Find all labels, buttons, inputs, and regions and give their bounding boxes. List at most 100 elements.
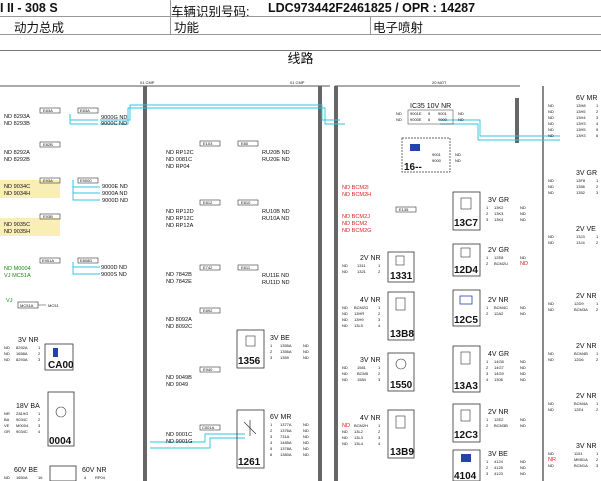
category-col-1: 动力总成 bbox=[14, 21, 65, 35]
svg-text:9001: 9001 bbox=[438, 111, 448, 116]
c12d4-component bbox=[452, 243, 481, 277]
conn-label: E892 bbox=[203, 308, 213, 313]
svg-text:ND: ND bbox=[342, 323, 348, 328]
conn-label: E742 bbox=[203, 265, 213, 270]
svg-text:1: 1 bbox=[486, 459, 489, 464]
svg-text:1: 1 bbox=[38, 411, 41, 416]
svg-text:ND: ND bbox=[342, 429, 348, 434]
conn-label: E93B bbox=[43, 214, 53, 219]
svg-text:2: 2 bbox=[270, 349, 273, 354]
wire-label: 9000D ND bbox=[102, 198, 128, 204]
c1331-component bbox=[387, 251, 415, 283]
pin-count: 4V NR bbox=[360, 415, 381, 422]
wire-label: ND 7842E bbox=[166, 279, 192, 285]
pin-count: 60V NR bbox=[82, 467, 107, 474]
svg-text:2: 2 bbox=[486, 261, 489, 266]
wiring-diagram: 01 CMP 01 CMP 20 MOT E83A E83A ND 8293A … bbox=[0, 80, 599, 481]
bus-label-1: 01 CMP bbox=[140, 80, 155, 85]
svg-text:ND: ND bbox=[548, 178, 554, 183]
svg-text:ND: ND bbox=[303, 428, 309, 433]
svg-text:3: 3 bbox=[596, 190, 599, 195]
svg-text:ND: ND bbox=[520, 377, 526, 382]
svg-text:ND: ND bbox=[303, 434, 309, 439]
parking-icon bbox=[395, 358, 407, 370]
svg-text:12E8: 12E8 bbox=[494, 255, 504, 260]
svg-text:2: 2 bbox=[270, 428, 273, 433]
svg-text:ND: ND bbox=[548, 351, 554, 356]
svg-text:13H8: 13H8 bbox=[576, 103, 586, 108]
svg-text:ND: ND bbox=[303, 355, 309, 360]
svg-text:9034C: 9034C bbox=[16, 417, 28, 422]
svg-text:2: 2 bbox=[596, 457, 599, 462]
svg-text:ND: ND bbox=[342, 269, 348, 274]
svg-text:ND: ND bbox=[455, 158, 461, 163]
svg-text:3: 3 bbox=[486, 217, 489, 222]
vin-label: 车辆识别号码: bbox=[171, 5, 250, 19]
svg-text:1: 1 bbox=[486, 205, 489, 210]
svg-text:ND: ND bbox=[520, 459, 526, 464]
wire-label: VJ bbox=[6, 298, 13, 304]
svg-text:ND: ND bbox=[548, 121, 554, 126]
c1261-id: 1261 bbox=[238, 457, 261, 468]
svg-text:ND: ND bbox=[548, 357, 554, 362]
svg-text:6: 6 bbox=[596, 133, 599, 138]
svg-text:2: 2 bbox=[38, 417, 41, 422]
ground-bus-4 bbox=[515, 98, 519, 143]
svg-text:ND: ND bbox=[520, 305, 526, 310]
pin-count: 2V NR bbox=[488, 297, 509, 304]
svg-text:BCM1A: BCM1A bbox=[574, 463, 588, 468]
svg-text:2: 2 bbox=[38, 351, 41, 356]
wire-label: RU11D ND bbox=[262, 280, 290, 286]
wire-label: ND BCM2J bbox=[342, 214, 370, 220]
wire-label: ND BCM2I bbox=[342, 185, 369, 191]
svg-text:12A2: 12A2 bbox=[494, 311, 504, 316]
pin-count: 2V NR bbox=[576, 343, 597, 350]
category-col-2: 功能 bbox=[174, 21, 200, 35]
wire-label: ND 9034C bbox=[4, 184, 30, 190]
svg-text:4: 4 bbox=[378, 441, 381, 446]
svg-text:BCM5: BCM5 bbox=[357, 371, 369, 376]
wire-label: ND 8293B bbox=[4, 121, 30, 127]
svg-text:ND: ND bbox=[548, 451, 554, 456]
svg-text:ND: ND bbox=[396, 111, 402, 116]
left-panel: E83A E83A ND 8293A ND 8293B 9000G ND 900… bbox=[0, 107, 128, 481]
svg-text:12E2: 12E2 bbox=[494, 417, 504, 422]
svg-text:4: 4 bbox=[270, 440, 273, 445]
c16-id: 16-- bbox=[404, 162, 422, 173]
wire-label: ND M0004 bbox=[4, 266, 31, 272]
c13a3-id: 13A3 bbox=[454, 381, 478, 392]
c1331-id: 1331 bbox=[390, 271, 413, 282]
svg-text:2: 2 bbox=[596, 357, 599, 362]
svg-text:ND: ND bbox=[342, 263, 348, 268]
conn-label: E811 bbox=[241, 265, 251, 270]
svg-text:14G9: 14G9 bbox=[494, 371, 505, 376]
svg-text:13H9: 13H9 bbox=[354, 317, 364, 322]
svg-text:9034C: 9034C bbox=[16, 429, 28, 434]
svg-text:NR: NR bbox=[548, 457, 556, 463]
svg-text:5: 5 bbox=[428, 111, 431, 116]
svg-text:13L3: 13L3 bbox=[354, 435, 364, 440]
svg-text:13L5: 13L5 bbox=[354, 323, 364, 328]
svg-text:2: 2 bbox=[596, 407, 599, 412]
pin-count: 3V NR bbox=[360, 357, 381, 364]
svg-text:1151: 1151 bbox=[574, 451, 583, 456]
svg-text:ND: ND bbox=[520, 211, 526, 216]
svg-text:13H5: 13H5 bbox=[576, 127, 586, 132]
wire-label: ND 8092C bbox=[166, 324, 192, 330]
sheet-header: I II - 308 S 车辆识别号码: LDC973442F2461825 /… bbox=[0, 0, 601, 51]
svg-text:ND: ND bbox=[303, 343, 309, 348]
wire-label: ND RP12A bbox=[166, 223, 194, 229]
wire-label: ND RP12C bbox=[166, 216, 194, 222]
svg-text:12D6: 12D6 bbox=[574, 357, 584, 362]
svg-text:1: 1 bbox=[596, 103, 599, 108]
pin-count: 3V GR bbox=[576, 170, 597, 177]
svg-text:2: 2 bbox=[378, 269, 381, 274]
svg-text:1378A: 1378A bbox=[280, 446, 292, 451]
svg-text:13H3: 13H3 bbox=[576, 121, 586, 126]
svg-text:3: 3 bbox=[378, 435, 381, 440]
conn-label: E808D bbox=[80, 258, 92, 263]
